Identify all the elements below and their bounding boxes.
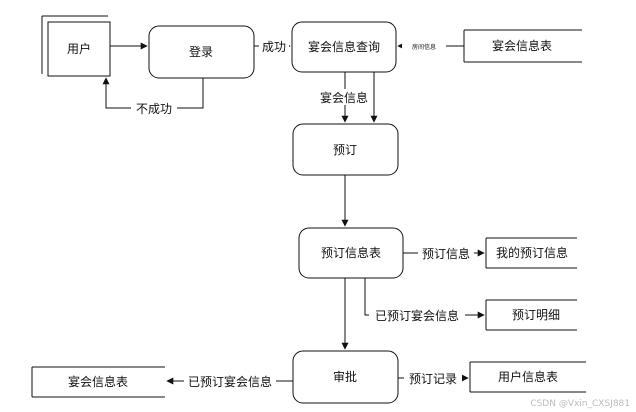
my-booking-store: 我的预订信息 [485,237,577,269]
my-booking-label: 我的预订信息 [496,245,568,260]
banquet-table-top: 宴会信息表 [463,29,582,63]
user-table-label: 用户信息表 [498,369,558,384]
banquet-query-process: 宴会信息查询 [291,21,397,73]
edge-banquet-info-label: 宴会信息 [320,90,368,105]
login-process: 登录 [148,25,255,79]
booking-process: 预订 [292,123,399,176]
user-table-store: 用户信息表 [469,361,586,393]
watermark: CSDN @Vxin_CXSJ881 [530,399,630,409]
edge-booking-record-label: 预订记录 [409,372,457,386]
edge-room-info-label: 房间信息 [412,43,436,51]
login-label: 登录 [189,44,213,59]
booking-label: 预订 [333,143,357,157]
booking-table-process: 预订信息表 [298,227,404,279]
banquet-query-label: 宴会信息查询 [308,39,380,54]
edge-booking-info-label: 预订信息 [422,246,470,261]
booking-detail-label: 预订明细 [512,308,560,322]
edge-booked-info-label-2: 已预订宴会信息 [188,374,272,389]
booking-table-label: 预订信息表 [321,245,381,260]
booking-detail-store: 预订明细 [485,299,577,331]
banquet-table-top-label: 宴会信息表 [492,38,552,53]
edge-success-label: 成功 [262,40,286,54]
user-entity: 用户 [41,15,111,77]
user-label: 用户 [67,41,91,56]
banquet-table-bottom: 宴会信息表 [31,366,165,398]
banquet-table-bottom-label: 宴会信息表 [68,374,128,389]
approval-process: 审批 [292,350,399,404]
edge-booked-info-label-1: 已预订宴会信息 [375,308,459,323]
approval-label: 审批 [333,369,357,384]
edge-fail-label: 不成功 [136,102,172,116]
